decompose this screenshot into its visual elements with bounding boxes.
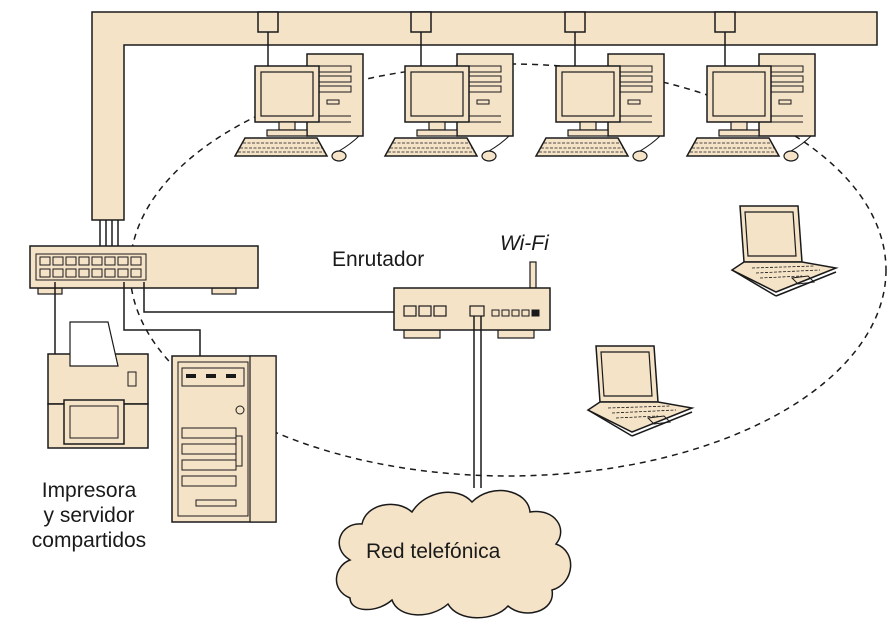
phone-network-cloud — [335, 489, 572, 619]
router-label: Enrutador — [332, 248, 425, 271]
desktop-computer-1 — [234, 53, 364, 162]
shared-devices-label: Impresora y servidor compartidos — [14, 478, 164, 553]
wall-jacks — [257, 11, 736, 68]
desktop-computer-4 — [686, 53, 816, 162]
printer — [47, 321, 149, 449]
cable-duct — [91, 11, 878, 221]
wifi-label: Wi-Fi — [500, 232, 549, 255]
desktop-computer-3 — [535, 53, 665, 162]
server-tower — [171, 355, 277, 523]
phone-network-label: Red telefónica — [366, 540, 501, 563]
network-switch — [29, 245, 259, 295]
desktop-computer-2 — [384, 53, 514, 162]
laptop-1 — [731, 205, 837, 297]
shared-label-line-3: compartidos — [31, 529, 147, 552]
router — [393, 261, 551, 339]
laptop-2 — [587, 345, 693, 437]
shared-label-line-2: y servidor — [43, 504, 135, 527]
shared-label-line-1: Impresora — [41, 479, 137, 502]
